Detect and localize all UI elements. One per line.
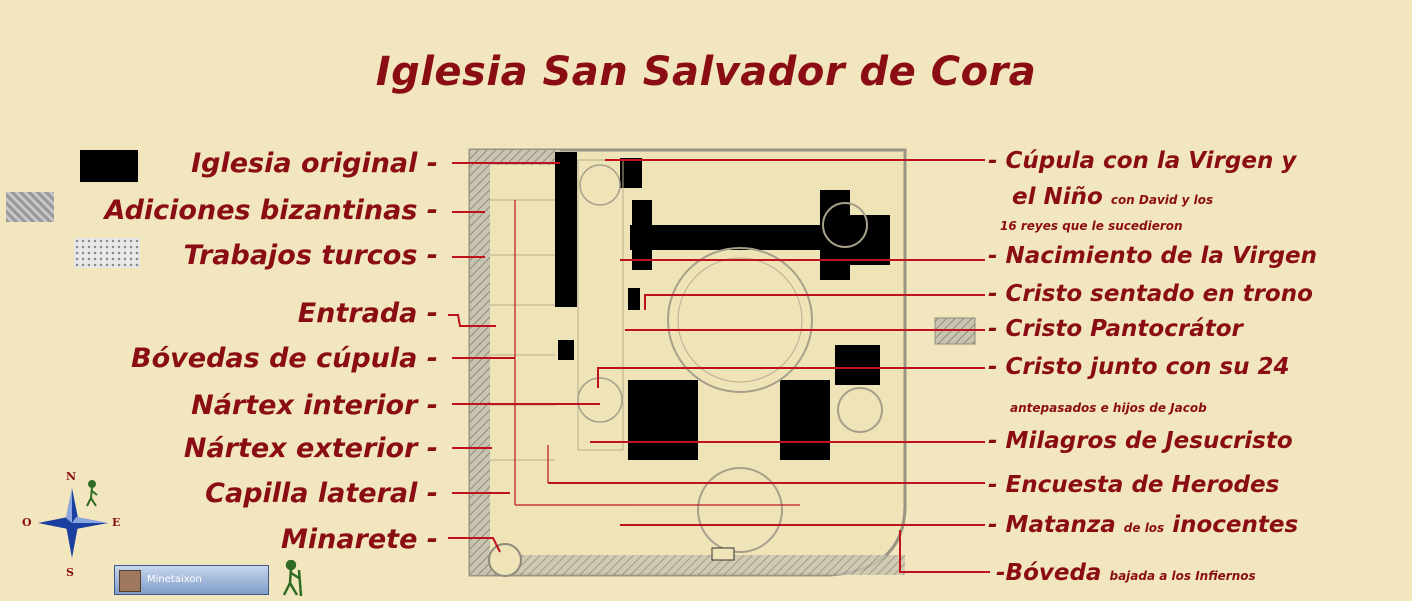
legend-label-original: Iglesia original -	[191, 148, 438, 179]
legend-label-byzantine: Adiciones bizantinas -	[104, 195, 438, 226]
hiker-icon-badge	[282, 560, 303, 597]
compass-rose: N E S O	[22, 470, 120, 578]
label-boveda-small: bajada a los Infiernos	[1109, 569, 1256, 583]
compass-o: O	[22, 516, 32, 529]
avatar	[119, 570, 141, 592]
label-reyes: 16 reyes que le sucedieron	[1000, 219, 1183, 233]
plan-door-symbol	[711, 547, 735, 561]
label-entrada: Entrada -	[297, 298, 438, 329]
label-cristo-trono: - Cristo sentado en trono	[988, 281, 1313, 307]
label-el-nino-small: con David y los	[1110, 193, 1214, 207]
label-nartex-interior: Nártex interior -	[191, 390, 438, 421]
label-nacimiento: - Nacimiento de la Virgen	[988, 243, 1318, 269]
author-badge[interactable]: Minetaixon	[114, 565, 269, 595]
label-milagros: - Milagros de Jesucristo	[988, 428, 1293, 454]
label-herodes: - Encuesta de Herodes	[988, 472, 1280, 498]
label-minarete: Minarete -	[280, 524, 438, 555]
leader-lines-inner	[514, 200, 800, 506]
plan-main-dome	[667, 247, 813, 393]
label-matanza-main: - Matanza	[988, 512, 1116, 538]
label-matanza: - Matanza de los inocentes	[988, 514, 1298, 537]
label-boveda-main: -Bóveda	[996, 560, 1102, 586]
label-matanza-small: de los	[1123, 521, 1165, 535]
label-bovedas-cupula: Bóvedas de cúpula -	[131, 343, 438, 374]
compass-n: N	[66, 470, 76, 483]
label-el-nino: el Niño con David y los	[1012, 186, 1213, 209]
plan-byzantine-wall-north	[470, 150, 560, 165]
plan-main-dome-inner	[677, 257, 803, 383]
plan-small-dome-south	[837, 387, 883, 433]
plan-small-dome-north	[822, 202, 868, 248]
author-badge-text: Minetaixon	[147, 574, 202, 585]
compass-s: S	[66, 566, 74, 578]
compass-e: E	[112, 516, 120, 529]
legend-swatch-original	[80, 150, 138, 182]
leader-lines-right	[548, 159, 990, 573]
plan-byzantine-wall-west	[470, 150, 490, 575]
label-capilla-lateral: Capilla lateral -	[205, 478, 438, 509]
legend-label-turkish: Trabajos turcos -	[183, 240, 438, 271]
label-cupula-virgen: - Cúpula con la Virgen y	[988, 148, 1297, 174]
plan-parecclesion-dome	[697, 467, 783, 553]
legend-swatch-turkish	[74, 238, 140, 268]
plan-minaret	[488, 543, 522, 577]
plan-narthex-dome-north	[579, 164, 621, 206]
label-nartex-exterior: Nártex exterior -	[183, 433, 438, 464]
label-pantocrator: - Cristo Pantocrátor	[988, 316, 1243, 342]
label-boveda: -Bóveda bajada a los Infiernos	[996, 562, 1256, 585]
legend-swatch-byzantine	[6, 192, 54, 222]
hiker-icon	[86, 480, 98, 507]
label-cristo-24: - Cristo junto con su 24	[988, 354, 1290, 380]
label-el-nino-main: el Niño	[1012, 184, 1103, 210]
leader-lines-left	[448, 162, 600, 553]
plan-byzantine-wall-south	[470, 555, 905, 575]
plan-narthex-dome-south	[577, 377, 623, 423]
plan-inner-narthex	[577, 159, 624, 451]
label-inocentes: inocentes	[1172, 512, 1299, 538]
diagram-title: Iglesia San Salvador de Cora	[375, 49, 1037, 95]
label-antepasados: antepasados e hijos de Jacob	[1010, 401, 1207, 415]
